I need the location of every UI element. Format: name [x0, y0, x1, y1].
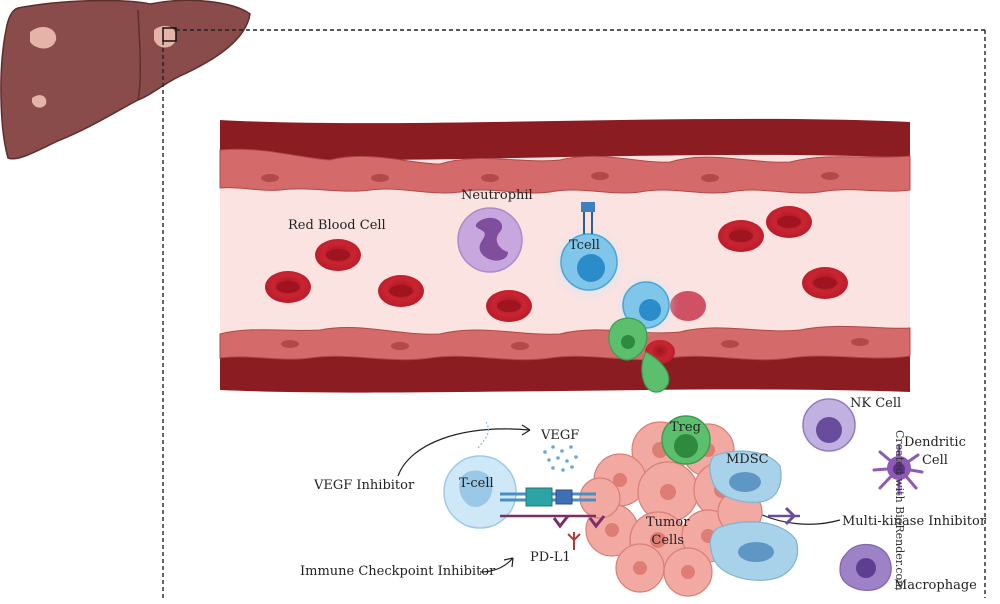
label-red-blood-cell: Red Blood Cell	[288, 218, 386, 233]
arrow-vegf-release	[477, 421, 490, 449]
mdsc-cells	[709, 450, 798, 581]
label-vegf-inhibitor: VEGF Inhibitor	[314, 478, 415, 493]
tcell-vessel	[551, 202, 627, 302]
arrow-vegf-inhibitor	[397, 428, 531, 477]
arrow-multikinase	[759, 513, 841, 525]
antibody-y-icon	[552, 515, 570, 529]
label-nk-cell: NK Cell	[850, 396, 902, 411]
mdsc-nucleus	[729, 472, 761, 492]
liver-lobe-line	[137, 9, 142, 101]
red-blood-cell	[486, 290, 532, 322]
red-blood-cell	[315, 239, 361, 271]
treg-cell	[661, 415, 711, 465]
tcell-nucleus	[459, 470, 493, 507]
label-dendritic-cell: Dendritic Cell	[904, 435, 966, 468]
pd1-receptor-icon	[555, 489, 573, 505]
red-blood-cell	[670, 291, 706, 321]
label-tcell-tumor: T-cell	[459, 476, 494, 491]
red-blood-cell	[265, 271, 311, 303]
dendritic-cell	[872, 444, 924, 496]
zoom-box	[162, 27, 177, 42]
label-mdsc: MDSC	[726, 452, 769, 467]
red-blood-cell	[718, 220, 764, 252]
tcell-tumor	[443, 455, 517, 529]
checkpoint-complex	[500, 487, 800, 550]
neutrophil-nucleus	[475, 217, 508, 261]
tcr-receptor-icon	[581, 202, 595, 234]
biorender-credit: Created with BioRender.com	[893, 430, 906, 591]
label-neutrophil: Neutrophil	[461, 188, 533, 203]
nk-cell	[802, 398, 856, 452]
endothelium-top	[219, 148, 911, 194]
label-macrophage: Macrophage	[894, 578, 977, 593]
liver-lesion-1	[30, 26, 57, 49]
label-tcell-vessel: Tcell	[569, 238, 600, 253]
label-tumor-cells: Tumor Cells	[646, 515, 690, 548]
red-blood-cell	[766, 206, 812, 238]
label-multi-kinase-inhibitor: Multi-kinase Inhibitor	[842, 514, 987, 529]
macrophage-cell	[839, 543, 892, 591]
liver-icon	[0, 0, 251, 160]
mdsc-nucleus	[738, 542, 774, 562]
label-immune-checkpoint-inhibitor: Immune Checkpoint Inhibitor	[300, 564, 496, 579]
endothelial-nuclei	[261, 172, 869, 350]
green-cell-migrating	[608, 317, 670, 393]
label-vegf: VEGF	[541, 428, 580, 443]
checkpoint-antibody-icon	[525, 487, 553, 507]
arrows	[397, 421, 841, 573]
liver-lesion-2	[32, 95, 47, 108]
red-blood-cells	[265, 206, 848, 364]
vegf-particles	[543, 445, 578, 472]
liver-shape	[0, 0, 251, 160]
label-pd-l1: PD-L1	[530, 550, 571, 565]
label-treg: Treg	[670, 420, 701, 435]
arrow-checkpoint	[479, 557, 514, 573]
arrow-head	[521, 424, 531, 436]
red-blood-cell	[378, 275, 424, 307]
neutrophil-cell	[457, 207, 523, 273]
antibody-y-icon	[588, 515, 606, 529]
liver-lesion-3	[154, 25, 177, 48]
kinase-inhibitor-icon	[784, 506, 797, 526]
vessel-wall-top	[220, 118, 910, 163]
zoom-frame	[162, 29, 986, 598]
pd-l1-receptor-icon	[567, 532, 581, 550]
endothelium-bottom	[219, 325, 911, 361]
arrow-head	[503, 557, 514, 568]
red-blood-cell	[802, 267, 848, 299]
